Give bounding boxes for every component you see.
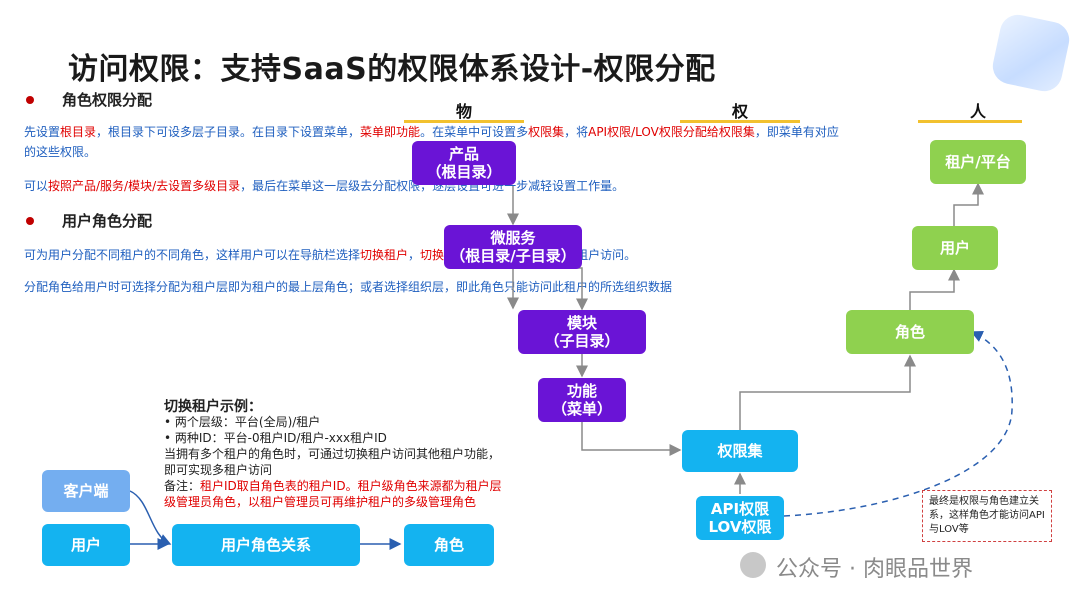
- text-segment: 租户ID取自角色表的租户ID。租户级角色来源都为租户层: [200, 479, 502, 493]
- node-function-sublabel: （菜单）: [551, 400, 612, 418]
- example-line: 级管理员角色，以租户管理员可再维护租户的多级管理角色: [164, 494, 476, 510]
- text-segment: ，根目录下可设多层子目录。在目录下设置菜单，: [96, 125, 361, 139]
- bullet-icon: [26, 217, 34, 225]
- text-segment: • 两个层级：平台(全局)/租户: [164, 415, 321, 429]
- node-api-label: API权限: [710, 500, 770, 518]
- section-heading-role-permission: 角色权限分配: [62, 91, 153, 109]
- node-microservice-sublabel: （根目录/子目录）: [450, 247, 576, 265]
- text-segment: 即可实现多租户访问: [164, 463, 273, 477]
- column-underline: [404, 120, 524, 123]
- text-segment: 当拥有多个租户的角色时，可通过切换租户访问其他租户功能，: [164, 447, 501, 461]
- node-function: 功能（菜单）: [538, 378, 626, 422]
- text-segment: 级管理员角色，以租户管理员可再维护租户的多级管理角色: [164, 495, 477, 509]
- page-title: 访问权限：支持SaaS的权限体系设计-权限分配: [68, 52, 716, 87]
- note-box: 最终是权限与角色建立关系，这样角色才能访问API与LOV等: [922, 490, 1052, 542]
- node-permission-set: 权限集: [682, 430, 798, 472]
- text-segment: • 两种ID：平台-0租户ID/租户-xxx租户ID: [164, 431, 387, 445]
- text-segment: 可以: [24, 179, 49, 193]
- node-module-sublabel: （子目录）: [544, 332, 620, 350]
- text-segment: ，: [408, 248, 421, 262]
- example-line: • 两种ID：平台-0租户ID/租户-xxx租户ID: [164, 430, 387, 446]
- bullet-icon: [26, 96, 34, 104]
- node-module: 模块（子目录）: [518, 310, 646, 354]
- example-line: • 两个层级：平台(全局)/租户: [164, 414, 320, 430]
- example-title: 切换租户示例：: [164, 399, 262, 415]
- section1-para1-line2: 的这些权限。: [24, 145, 97, 159]
- wechat-icon: [740, 552, 766, 578]
- text-segment: 。在菜单中可设置多: [420, 125, 529, 139]
- node-microservice: 微服务（根目录/子目录）: [444, 225, 582, 269]
- section1-para1-line1: 先设置根目录，根目录下可设多层子目录。在目录下设置菜单，菜单即功能。在菜单中可设…: [24, 122, 839, 142]
- text-segment: API权限/LOV权限分配给权限集: [588, 125, 755, 139]
- text-segment: 按照产品/服务/模块/去设置多级目录: [48, 179, 241, 193]
- example-line: 备注：租户ID取自角色表的租户ID。租户级角色来源都为租户层: [164, 478, 502, 494]
- node-product-label: 产品: [448, 145, 479, 163]
- text-segment: 根目录: [60, 125, 97, 139]
- example-line: 当拥有多个租户的角色时，可通过切换租户访问其他租户功能，: [164, 446, 500, 462]
- text-segment: 先设置: [24, 125, 61, 139]
- node-client: 客户端: [42, 470, 130, 512]
- node-product-sublabel: （根目录）: [426, 163, 502, 181]
- node-bottom-user: 用户: [42, 524, 130, 566]
- text-segment: ，即菜单有对应: [754, 125, 839, 139]
- example-line: 即可实现多租户访问: [164, 462, 272, 478]
- text-segment: ，将: [564, 125, 589, 139]
- column-header-ren: 人: [969, 102, 986, 121]
- node-product: 产品（根目录）: [412, 141, 516, 185]
- node-module-label: 模块: [566, 314, 597, 332]
- column-underline: [918, 120, 1022, 123]
- section1-para2: 可以按照产品/服务/模块/去设置多级目录，最后在菜单这一层级去分配权限，逐层设置…: [24, 176, 624, 196]
- text-segment: 备注：: [164, 479, 201, 493]
- text-segment: 菜单即功能: [360, 125, 421, 139]
- text-segment: 切换租户: [360, 248, 409, 262]
- text-segment: 权限集: [528, 125, 565, 139]
- text-segment: 可为用户分配不同租户的不同角色，这样用户可以在导航栏选择: [24, 248, 361, 262]
- node-microservice-label: 微服务: [490, 229, 536, 247]
- node-function-label: 功能: [566, 382, 597, 400]
- node-lov-label: LOV权限: [708, 518, 772, 536]
- node-user: 用户: [912, 226, 998, 270]
- node-tenant-platform: 租户/平台: [930, 140, 1026, 184]
- section-heading-user-role: 用户角色分配: [62, 212, 153, 230]
- section2-para2: 分配角色给用户时可选择分配为租户层即为租户的最上层角色；或者选择组织层，即此角色…: [24, 280, 673, 294]
- node-role: 角色: [846, 310, 974, 354]
- node-bottom-role: 角色: [404, 524, 494, 566]
- column-underline: [680, 120, 800, 123]
- node-user-role-relation: 用户角色关系: [172, 524, 360, 566]
- text-segment: ，最后在菜单这一层级去分配权限，逐层设置可进一步减轻设置工作量。: [240, 179, 625, 193]
- column-header-wu: 物: [455, 102, 472, 121]
- column-header-quan: 权: [731, 102, 748, 121]
- watermark: 公众号 · 肉眼品世界: [776, 557, 973, 582]
